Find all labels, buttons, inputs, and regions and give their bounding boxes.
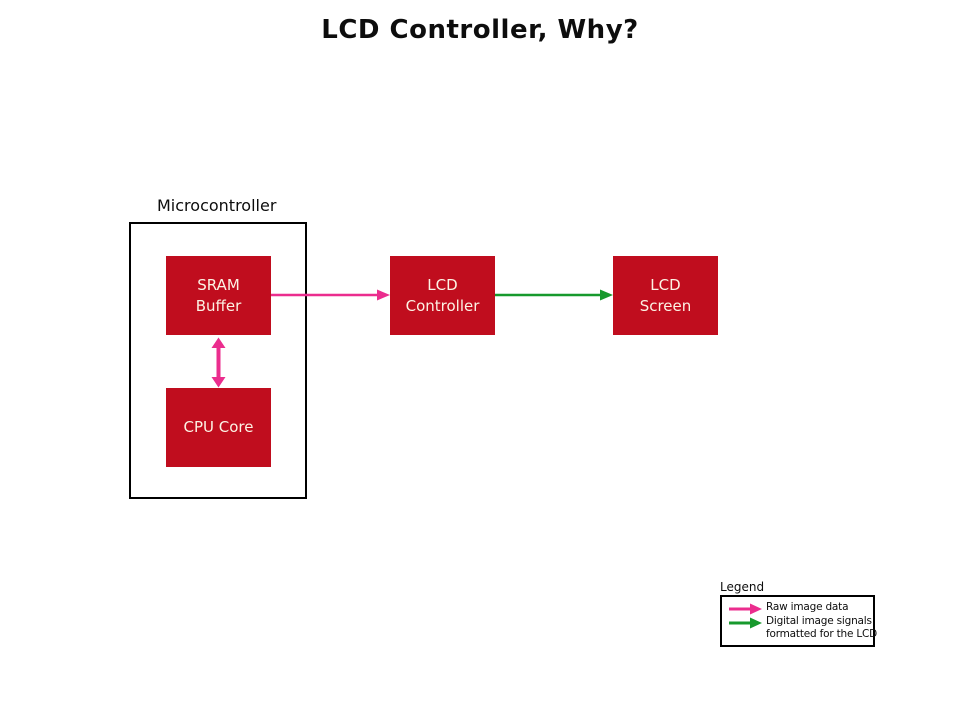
node-lcd-screen-line1: LCD	[650, 275, 681, 294]
legend-raw-arrow-icon	[729, 603, 762, 615]
raw-image-data-arrow-icon	[271, 289, 390, 301]
node-lcd-controller-line1: LCD	[427, 275, 458, 294]
node-lcd-screen-line2: Screen	[639, 296, 692, 315]
legend-item-digital-label-line1: Digital image signals	[766, 615, 872, 627]
legend-title: Legend	[720, 580, 765, 594]
node-lcd-controller: LCD Controller	[390, 256, 495, 335]
node-sram-buffer-line2: Buffer	[195, 296, 242, 315]
sram-cpu-double-arrow-icon	[211, 337, 226, 388]
legend-item-digital-label-line2: formatted for the LCD	[766, 628, 878, 640]
node-sram-buffer: SRAM Buffer	[166, 256, 271, 335]
digital-image-signals-arrow-icon	[495, 289, 613, 301]
node-cpu-core-line1: CPU Core	[183, 418, 254, 436]
node-lcd-screen: LCD Screen	[613, 256, 718, 335]
node-lcd-controller-line2: Controller	[405, 296, 480, 315]
legend-box: Raw image data Digital image signals for…	[720, 595, 878, 647]
microcontroller-container-box	[129, 222, 307, 499]
node-sram-buffer-line1: SRAM	[197, 275, 240, 294]
legend-digital-arrow-icon	[729, 617, 762, 629]
node-cpu-core: CPU Core	[166, 388, 271, 467]
legend-item-raw-label: Raw image data	[766, 601, 849, 613]
microcontroller-label: Microcontroller	[157, 196, 277, 215]
slide-title: LCD Controller, Why?	[321, 15, 639, 45]
